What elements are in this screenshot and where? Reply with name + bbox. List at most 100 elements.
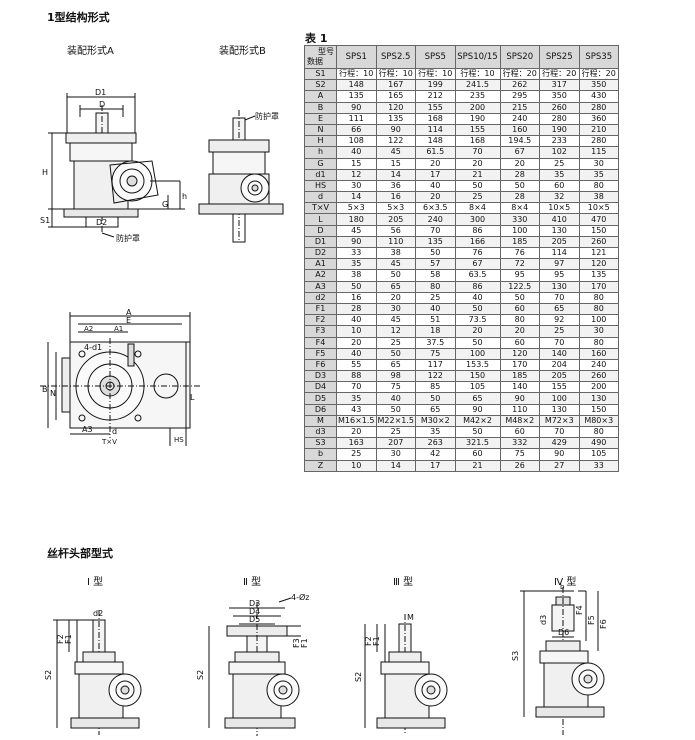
plan-view-drawing: A E A2 A1 4-d1 B N L A3 d T×V HS [40,308,200,446]
table-cell: 80 [578,336,619,349]
dim-h: H [42,168,48,177]
table-cell: 350 [578,79,619,92]
table-cell: 20 [454,325,501,338]
table-cell: M72×3 [539,414,580,428]
table-cell: M16×1.5 [336,414,377,428]
table-cell: 120 [578,258,619,271]
t1-f1: F1 [64,634,73,644]
table-cell: 205 [539,370,580,383]
t2-f1: F1 [300,638,309,648]
table-cell: 18 [415,325,456,338]
table-cell: 200 [578,381,619,394]
table-cell: 160 [578,347,619,360]
table-cell: M22×1.5 [375,414,416,428]
table-cell: 38 [578,191,619,204]
table-cell: 28 [499,191,540,204]
table-cell: 130 [539,403,580,416]
row-header: S3 [304,437,337,450]
row-header: F1 [304,302,337,316]
table-cell: 100 [454,347,501,360]
row-header: HS [304,179,337,193]
table-cell: 20 [415,157,456,170]
table-cell: 63.5 [454,269,501,282]
t1-s2: S2 [44,670,53,680]
table-cell: 67 [454,258,501,271]
table-cell: 185 [499,235,540,249]
table-cell: 150 [578,224,619,237]
table-cell: 20 [499,325,540,338]
dim-a3: A3 [82,425,93,434]
row-header: E [304,112,337,125]
table-cell: 155 [415,101,456,114]
t4-d3: d3 [539,615,548,625]
row-header: H [304,135,337,148]
table-cell: 37.5 [415,336,456,349]
table-cell: 6×3.5 [415,202,456,215]
table-cell: 50 [336,280,377,293]
t3-f1: F1 [372,636,381,646]
table-cell: 90 [539,448,580,461]
table-cell: 25 [454,191,501,204]
t4-f5: F5 [587,615,596,625]
dim-e: E [126,316,131,325]
column-header: SPS1 [336,45,377,69]
table-cell: 65 [375,280,416,293]
row-header: F3 [304,325,337,338]
table-cell: 148 [415,135,456,148]
table-cell: 135 [415,235,456,249]
table-cell: 85 [415,381,456,394]
table-cell: 65 [375,358,416,372]
table-cell: 14 [375,168,416,181]
table-cell: 25 [539,157,580,170]
table-cell: 行程：20 [499,67,540,81]
table-cell: 20 [336,336,377,349]
spec-table: 型号 数据 SPS1 SPS2.5 SPS5 SPS10/15 SPS20 SP… [304,45,619,472]
table-cell: 17 [415,459,456,472]
dim-a: A [126,308,132,317]
table-cell: 51 [415,314,456,327]
table-cell: 155 [454,123,501,137]
table-cell: 58 [415,269,456,282]
table-cell: 80 [578,179,619,193]
row-header: D1 [304,235,337,249]
table-cell: 40 [415,179,456,193]
row-header: A2 [304,269,337,282]
table-cell: 430 [578,90,619,103]
table-cell: 76 [454,246,501,260]
table-cell: 241.5 [454,79,501,92]
table-cell: 25 [539,325,580,338]
table-cell: 33 [578,459,619,472]
table-label: 表 1 [305,32,328,45]
table-cell: 300 [454,213,501,226]
table-cell: 317 [539,79,580,92]
table-cell: 32 [539,191,580,204]
table-cell: 76 [499,246,540,260]
table-header-row: 型号 数据 SPS1 SPS2.5 SPS5 SPS10/15 SPS20 SP… [304,45,619,69]
corner-data-label: 数据 [307,57,323,66]
table-cell: 行程：10 [415,67,456,81]
table-cell: 115 [578,146,619,159]
row-header: A1 [304,258,337,271]
row-header: A [304,90,337,103]
table-cell: 108 [336,135,377,148]
table-cell: 5×3 [375,202,416,215]
table-cell: 行程：10 [336,67,377,81]
row-header: D6 [304,403,337,416]
table-cell: 80 [578,291,619,304]
table-cell: 40 [375,392,416,405]
table-cell: 70 [415,224,456,237]
row-header: d [304,191,337,204]
table-cell: 111 [336,112,377,125]
table-cell: 50 [499,179,540,193]
row-header: T×V [304,202,337,215]
